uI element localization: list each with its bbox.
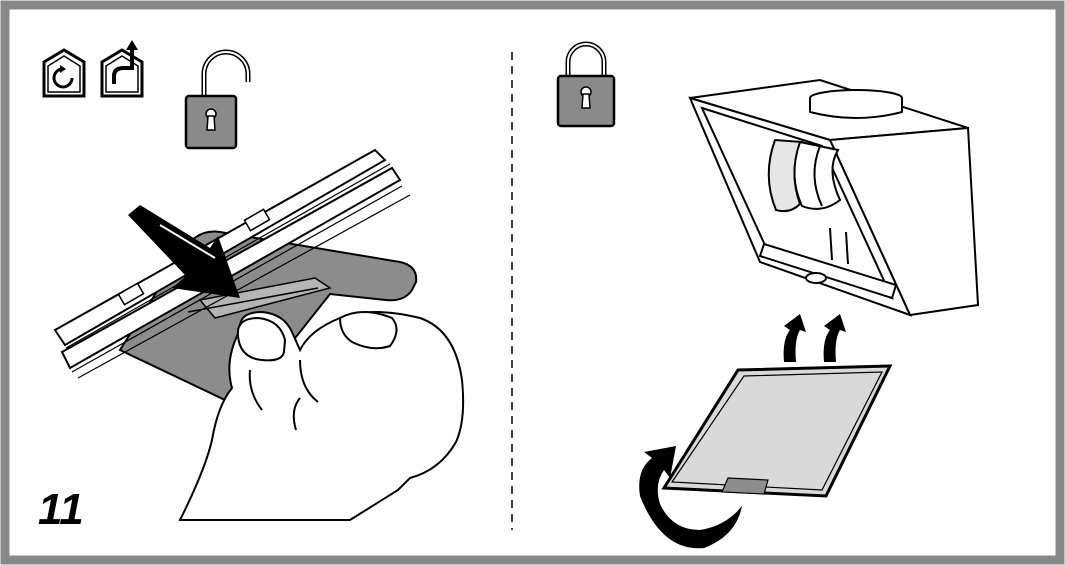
unlocked-padlock-icon xyxy=(184,49,251,150)
upward-arrows xyxy=(783,314,846,362)
grease-filter-panel xyxy=(661,364,893,498)
rotation-arrow xyxy=(639,446,742,549)
push-direction-arrow xyxy=(128,205,240,298)
hand-illustration xyxy=(178,310,465,521)
cooker-hood-unit xyxy=(688,78,980,317)
extraction-house-icon xyxy=(100,40,144,98)
step-number: 11 xyxy=(38,485,84,534)
recirculation-house-icon xyxy=(42,48,86,98)
locked-padlock-icon xyxy=(556,41,616,128)
